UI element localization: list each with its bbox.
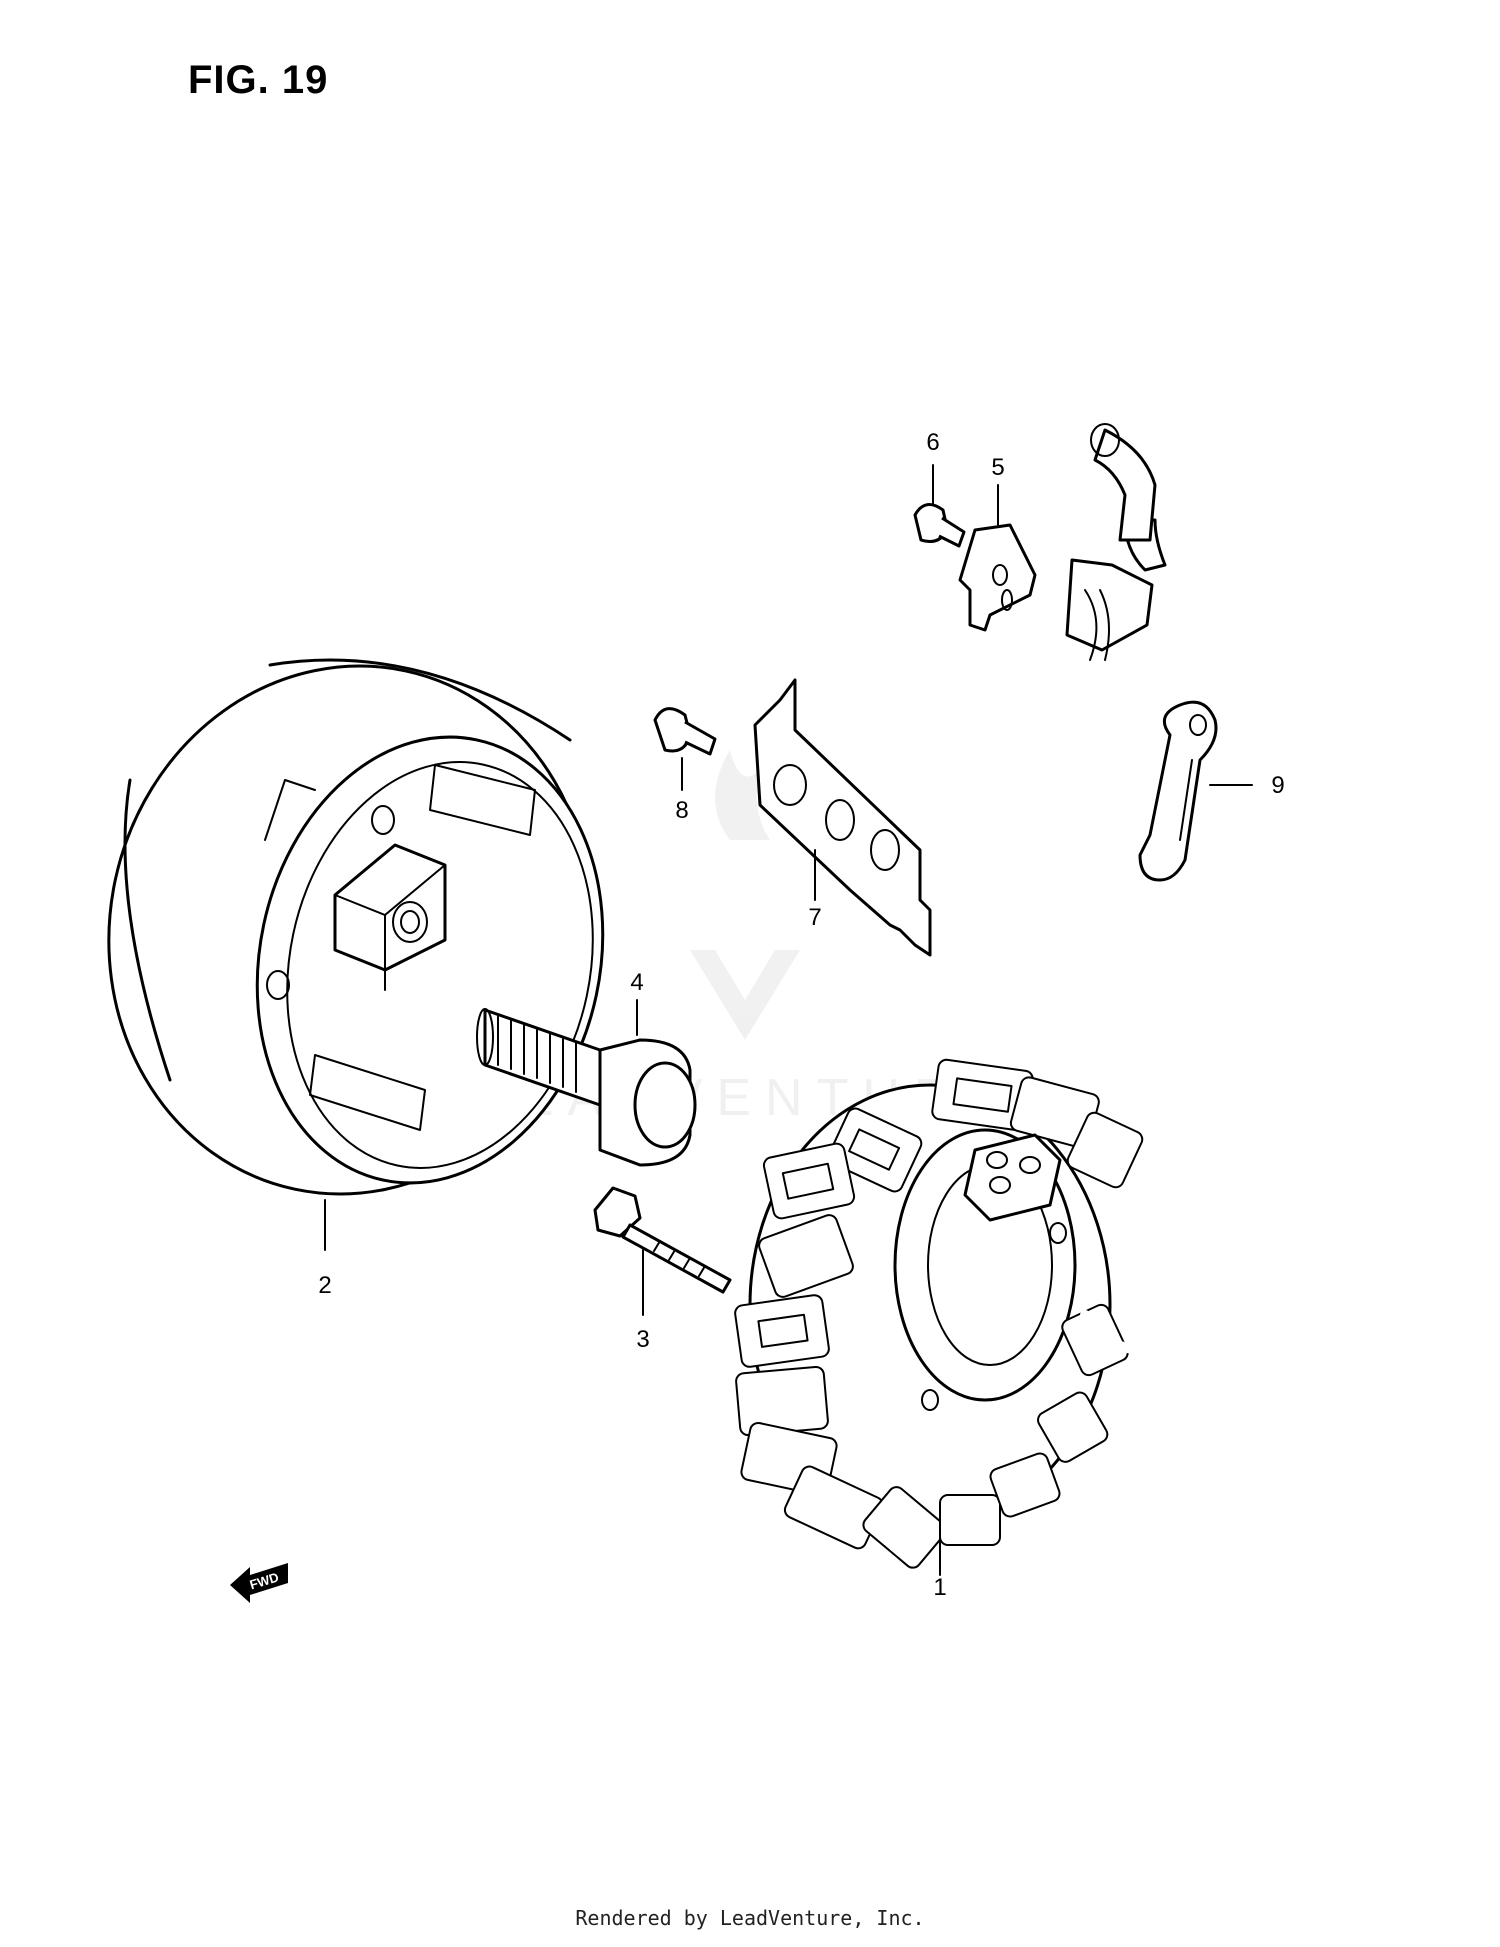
part-5-clamp[interactable] [958,484,1037,632]
callout-7: 7 [808,904,821,931]
callout-4: 4 [630,969,643,996]
wire-harness[interactable] [1019,423,1186,1354]
part-1-stator[interactable] [734,1058,1145,1576]
callout-1: 1 [933,1574,946,1601]
figure-title: FIG. 19 [188,58,329,102]
callout-9: 9 [1271,772,1284,799]
callout-8: 8 [675,797,688,824]
callout-6: 6 [926,429,939,456]
part-4-rotor-bolt[interactable] [476,999,697,1167]
part-8-screw[interactable] [653,707,717,791]
part-2-flywheel[interactable] [60,621,643,1251]
fwd-direction-badge: FWD [230,1563,288,1603]
callout-5: 5 [991,454,1004,481]
footer-credit: Rendered by LeadVenture, Inc. [575,1906,925,1930]
callout-2: 2 [318,1272,331,1299]
part-3-screw[interactable] [593,1186,732,1316]
callout-3: 3 [636,1326,649,1353]
part-9-wire-clamp[interactable] [1138,700,1253,882]
part-7-bracket[interactable] [753,678,932,957]
part-6-screw[interactable] [913,464,966,548]
